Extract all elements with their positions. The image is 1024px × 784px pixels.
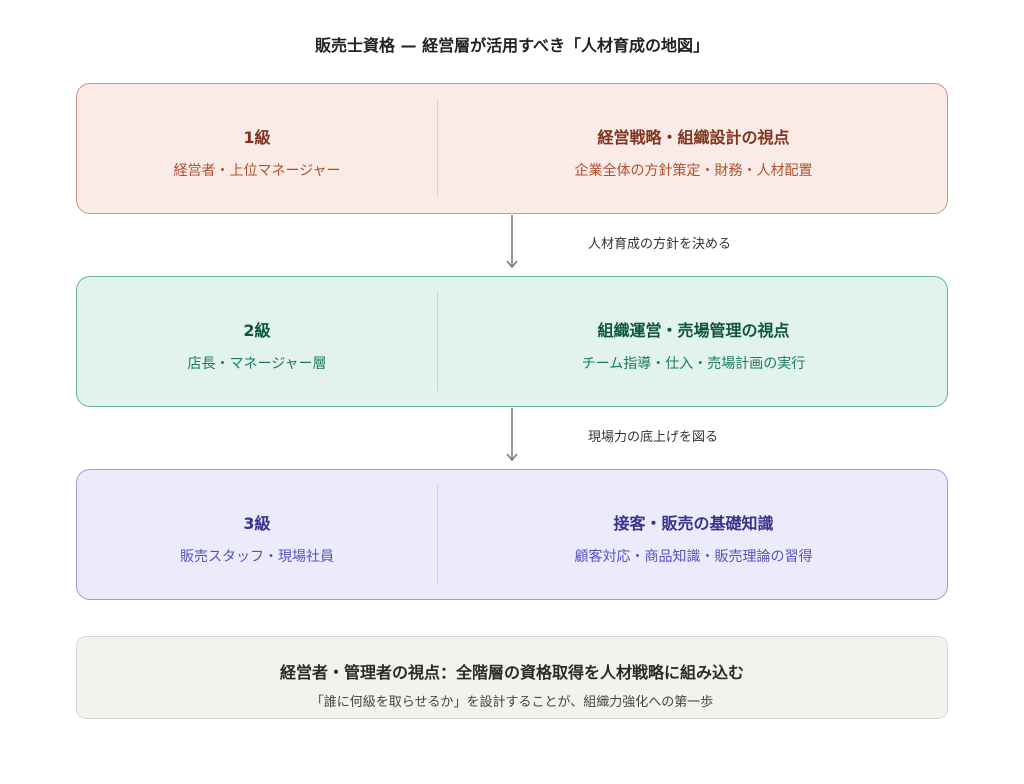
divider <box>437 99 438 198</box>
arrow-down-icon <box>506 215 518 268</box>
tier-level: 2級店長・マネージャー層 <box>77 277 437 406</box>
tier-target: 店長・マネージャー層 <box>187 356 327 372</box>
tier-target: 経営者・上位マネージャー <box>173 163 341 179</box>
tier-focus: 接客・販売の基礎知識顧客対応・商品知識・販売理論の習得 <box>438 470 949 599</box>
tier-target: 販売スタッフ・現場社員 <box>180 549 334 565</box>
tier-focus-title: 組織運営・売場管理の視点 <box>597 321 790 340</box>
tier-level: 1級経営者・上位マネージャー <box>77 84 437 213</box>
tier-focus: 経営戦略・組織設計の視点企業全体の方針策定・財務・人材配置 <box>438 84 949 213</box>
arrow-label-2: 現場力の底上げを図る <box>588 430 719 445</box>
footer-summary: 経営者・管理者の視点：全階層の資格取得を人材戦略に組み込む 「誰に何級を取らせる… <box>76 636 948 719</box>
tier-detail: 顧客対応・商品知識・販売理論の習得 <box>574 549 813 565</box>
divider <box>437 292 438 391</box>
tier-grade: 1級 <box>243 128 271 147</box>
tier-focus-title: 接客・販売の基礎知識 <box>613 514 774 533</box>
arrow-label-1: 人材育成の方針を決める <box>588 237 732 252</box>
tier-level: 3級販売スタッフ・現場社員 <box>77 470 437 599</box>
tier-focus: 組織運営・売場管理の視点チーム指導・仕入・売場計画の実行 <box>438 277 949 406</box>
tier-box-1: 1級経営者・上位マネージャー経営戦略・組織設計の視点企業全体の方針策定・財務・人… <box>76 83 948 214</box>
tier-grade: 2級 <box>243 321 271 340</box>
footer-heading: 経営者・管理者の視点：全階層の資格取得を人材戦略に組み込む <box>279 663 744 682</box>
arrow-down-icon <box>506 408 518 461</box>
tier-grade: 3級 <box>243 514 271 533</box>
divider <box>437 485 438 584</box>
tier-detail: 企業全体の方針策定・財務・人材配置 <box>574 163 813 179</box>
tier-box-2: 2級店長・マネージャー層組織運営・売場管理の視点チーム指導・仕入・売場計画の実行 <box>76 276 948 407</box>
tier-detail: チーム指導・仕入・売場計画の実行 <box>581 356 806 372</box>
diagram-title: 販売士資格 — 経営層が活用すべき「人材育成の地図」 <box>314 36 710 55</box>
tier-box-3: 3級販売スタッフ・現場社員接客・販売の基礎知識顧客対応・商品知識・販売理論の習得 <box>76 469 948 600</box>
footer-text: 「誰に何級を取らせるか」を設計することが、組織力強化への第一歩 <box>310 695 714 710</box>
tier-focus-title: 経営戦略・組織設計の視点 <box>597 128 790 147</box>
